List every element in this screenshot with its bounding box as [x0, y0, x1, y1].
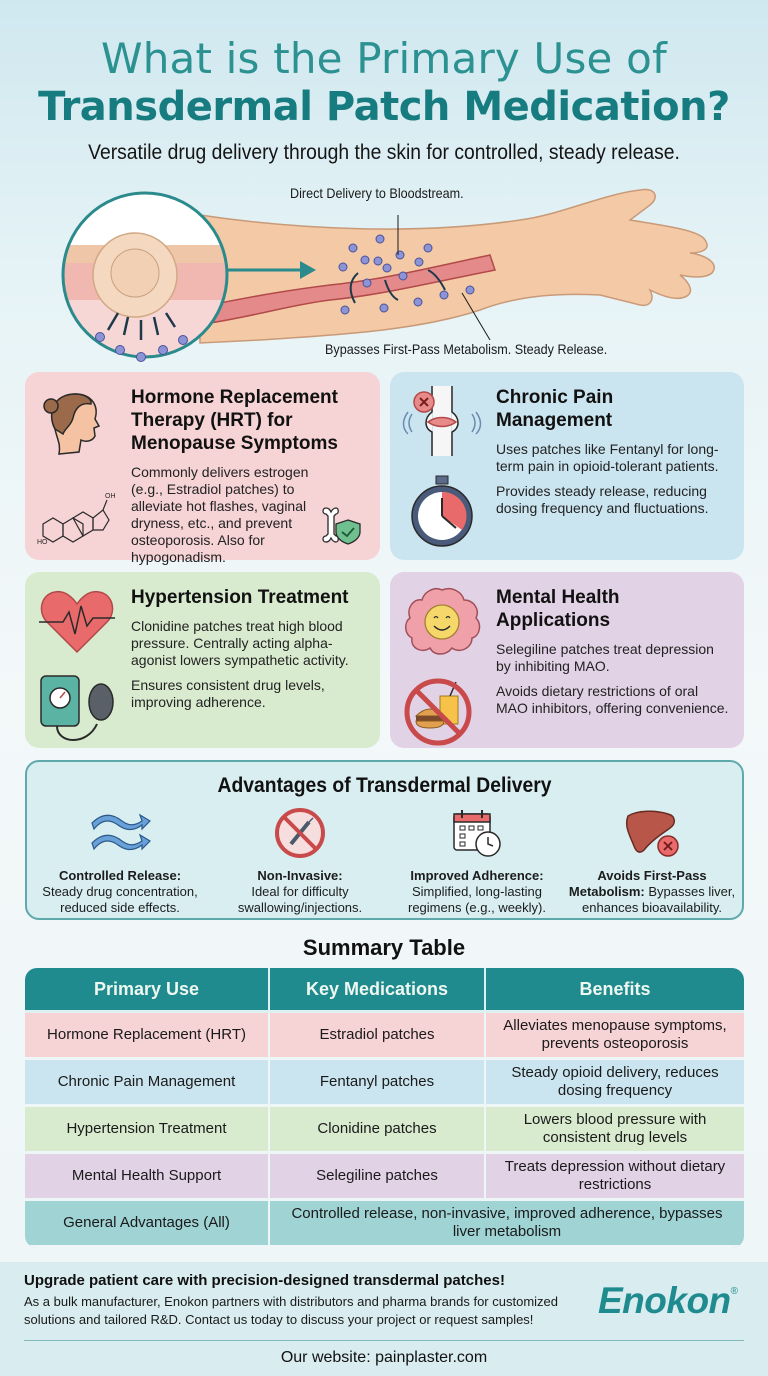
footer: Upgrade patient care with precision-desi… — [0, 1262, 768, 1376]
stopwatch-icon — [411, 475, 473, 547]
hero-illustration: Direct Delivery to Bloodstream. Bypasses… — [0, 175, 768, 365]
advantage-controlled-release: Controlled Release:Steady drug concentra… — [35, 804, 205, 916]
table-row: Mental Health Support Selegiline patches… — [25, 1154, 744, 1201]
cell-primary-use: General Advantages (All) — [25, 1201, 270, 1248]
cell-medication: Clonidine patches — [270, 1107, 486, 1154]
happy-brain-icon — [405, 588, 481, 655]
advantage-3-bold: Improved Adherence: — [410, 868, 544, 883]
card-chronic-pain-title: Chronic Pain Management — [496, 387, 614, 431]
cell-primary-use: Hypertension Treatment — [25, 1107, 270, 1154]
svg-text:OH: OH — [105, 493, 116, 500]
advantage-4-bold: Avoids First-Pass Metabolism: — [568, 868, 707, 899]
card-hypertension: Hypertension Treatment Clonidine patches… — [25, 572, 380, 748]
card-mental-health-text-1: Selegiline patches treat depression by i… — [496, 641, 714, 674]
advantage-1-bold: Controlled Release: — [58, 868, 182, 883]
website-link[interactable]: Our website: painplaster.com — [280, 1349, 488, 1366]
svg-text:HO: HO — [37, 539, 48, 546]
card-chronic-pain-text-2: Provides steady release, reducing dosing… — [496, 483, 709, 516]
cell-medication: Selegiline patches — [270, 1154, 486, 1201]
card-hrt-title: Hormone Replacement Therapy (HRT) for Me… — [131, 387, 338, 454]
liver-x-icon — [625, 810, 679, 857]
advantage-4-text: Bypasses liver, enhances bioavailability… — [582, 884, 736, 915]
advantages-title: Advantages of Transdermal Delivery — [217, 774, 552, 797]
card-hypertension-text-2: Ensures consistent drug levels, improvin… — [131, 677, 325, 710]
card-hrt: HO OH Hormone Replacement Therapy (HRT) … — [25, 372, 380, 565]
card-hypertension-title: Hypertension Treatment — [131, 587, 349, 608]
card-chronic-pain: Chronic Pain Management Uses patches lik… — [390, 372, 744, 560]
flow-arrows-icon — [91, 813, 151, 851]
table-row: Hormone Replacement (HRT) Estradiol patc… — [25, 1013, 744, 1060]
card-hrt-text: Commonly delivers estrogen (e.g., Estrad… — [131, 464, 309, 565]
advantage-1-text: Steady drug concentration, reduced side … — [42, 884, 198, 915]
card-chronic-pain-text-1: Uses patches like Fentanyl for long-term… — [496, 441, 719, 474]
hero-label-bypass: Bypasses First-Pass Metabolism. Steady R… — [325, 341, 608, 357]
table-row-general: General Advantages (All) Controlled rele… — [25, 1201, 744, 1248]
registered-mark: ® — [730, 1286, 738, 1297]
page-title-line1: What is the Primary Use of — [100, 34, 668, 83]
page-title-line2: Transdermal Patch Medication? — [38, 84, 730, 130]
advantage-3-text: Simplified, long-lasting regimens (e.g.,… — [408, 884, 546, 915]
cell-primary-use: Mental Health Support — [25, 1154, 270, 1201]
col-key-medications: Key Medications — [270, 968, 486, 1013]
calendar-clock-icon — [453, 810, 501, 857]
advantage-avoids-first-pass: Avoids First-Pass Metabolism: Bypasses l… — [567, 804, 737, 916]
advantages-panel: Advantages of Transdermal Delivery Contr… — [25, 760, 744, 920]
advantage-2-bold: Non-Invasive: — [257, 868, 343, 883]
enokon-logo: Enokon® — [598, 1280, 738, 1322]
summary-title: Summary Table — [302, 935, 466, 960]
logo-text: Enokon — [598, 1280, 731, 1321]
cell-medication: Fentanyl patches — [270, 1060, 486, 1107]
advantage-non-invasive: Non-Invasive:Ideal for difficulty swallo… — [215, 804, 385, 916]
cell-benefits: Steady opioid delivery, reduces dosing f… — [486, 1060, 744, 1107]
heart-pulse-icon — [39, 590, 115, 654]
card-mental-health-text-2: Avoids dietary restrictions of oral MAO … — [496, 683, 729, 716]
advantage-improved-adherence: Improved Adherence:Simplified, long-last… — [392, 804, 562, 916]
table-row: Chronic Pain Management Fentanyl patches… — [25, 1060, 744, 1107]
advantage-2-text: Ideal for difficulty swallowing/injectio… — [237, 884, 363, 915]
summary-header-row: Primary Use Key Medications Benefits — [25, 968, 744, 1013]
col-primary-use: Primary Use — [25, 968, 270, 1013]
footer-cta: Upgrade patient care with precision-desi… — [24, 1272, 505, 1289]
woman-profile-icon — [43, 393, 101, 455]
table-row: Hypertension Treatment Clonidine patches… — [25, 1107, 744, 1154]
cell-medication: Estradiol patches — [270, 1013, 486, 1060]
arm-patch-illustration — [61, 188, 715, 362]
no-food-icon — [404, 678, 472, 746]
no-syringe-icon — [275, 808, 325, 858]
page-subtitle: Versatile drug delivery through the skin… — [88, 141, 680, 164]
estradiol-molecule-icon — [42, 499, 110, 543]
card-hypertension-text-1: Clonidine patches treat high blood press… — [131, 618, 349, 668]
cell-benefits: Lowers blood pressure with consistent dr… — [486, 1107, 744, 1154]
col-benefits: Benefits — [486, 968, 744, 1013]
footer-body: As a bulk manufacturer, Enokon partners … — [24, 1294, 558, 1327]
joint-pain-icon — [402, 386, 482, 456]
bone-shield-icon — [322, 507, 361, 545]
card-mental-health: Mental Health Applications Selegiline pa… — [390, 572, 744, 748]
card-mental-health-title: Mental Health Applications — [496, 587, 620, 631]
cell-general-advantages: Controlled release, non-invasive, improv… — [270, 1201, 744, 1248]
footer-divider — [24, 1340, 744, 1341]
hero-label-direct-delivery: Direct Delivery to Bloodstream. — [290, 185, 464, 201]
blood-pressure-monitor-icon — [40, 675, 114, 741]
cell-primary-use: Chronic Pain Management — [25, 1060, 270, 1107]
cell-benefits: Alleviates menopause symptoms, prevents … — [486, 1013, 744, 1060]
cell-benefits: Treats depression without dietary restri… — [486, 1154, 744, 1201]
summary-table: Primary Use Key Medications Benefits Hor… — [25, 968, 744, 1248]
cell-primary-use: Hormone Replacement (HRT) — [25, 1013, 270, 1060]
